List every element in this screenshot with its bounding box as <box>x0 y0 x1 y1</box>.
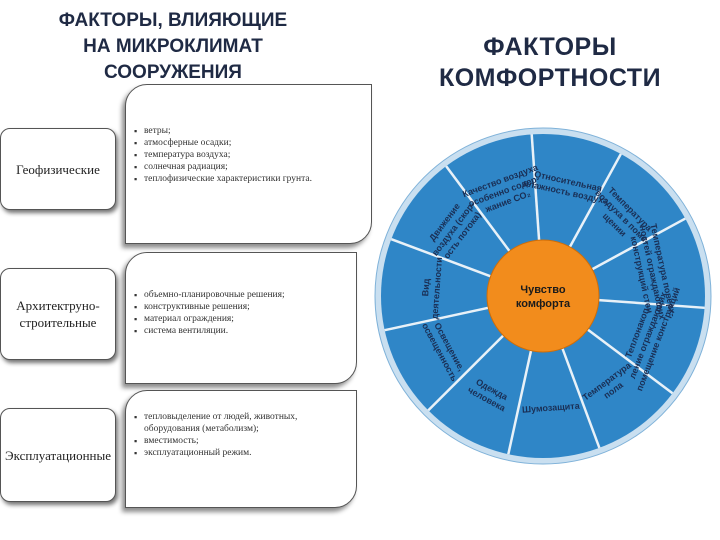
list-item: объемно-планировочные решения; <box>134 289 350 301</box>
list-item: температура воздуха; <box>134 149 365 161</box>
list-item: материал ограждения; <box>134 313 350 325</box>
right-title: ФАКТОРЫ КОМФОРТНОСТИ <box>400 32 700 94</box>
factor-label-architectural: Архитектруно-строительные <box>16 298 100 330</box>
list-item: атмосферные осадки; <box>134 137 365 149</box>
list-item: эксплуатационный режим. <box>134 447 350 459</box>
list-item: солнечная радиация; <box>134 161 365 173</box>
left-title-line-1: ФАКТОРЫ, ВЛИЯЮЩИЕ <box>58 10 288 31</box>
segment-divider <box>445 165 511 252</box>
segment-divider <box>591 217 686 271</box>
factor-box-geophysical: Геофизические <box>0 128 116 210</box>
detail-box-operational: тепловыделение от людей, животных, обору… <box>125 390 357 508</box>
factor-label-operational: Эксплуатационные <box>5 447 111 463</box>
detail-box-geophysical: ветры; атмосферные осадки; температура в… <box>125 84 372 244</box>
segment-divider <box>598 298 705 310</box>
list-item: тепловыделение от людей, животных, обору… <box>134 411 350 435</box>
factor-box-operational: Эксплуатационные <box>0 408 116 502</box>
factor-box-architectural: Архитектруно-строительные <box>0 268 116 360</box>
list-item: ветры; <box>134 125 365 137</box>
segment-divider <box>568 153 622 248</box>
detail-box-architectural: объемно-планировочные решения; конструкт… <box>125 252 357 384</box>
segment-divider <box>507 350 533 455</box>
detail-list-architectural: объемно-планировочные решения; конструкт… <box>126 289 356 337</box>
segment-label: Теплонакоп-ление ограждающихпомещение ко… <box>614 278 682 392</box>
detail-list-geophysical: ветры; атмосферные осадки; температура в… <box>126 125 371 185</box>
segment-divider <box>561 348 601 449</box>
left-title-line-2: НА МИКРОКЛИМАТ <box>83 36 263 57</box>
left-title-line-3: СООРУЖЕНИЯ <box>104 62 242 83</box>
right-title-line-1: ФАКТОРЫ <box>483 33 617 61</box>
segment-label: Виддеятельности <box>419 256 445 320</box>
segment-divider <box>530 134 541 241</box>
left-title: ФАКТОРЫ, ВЛИЯЮЩИЕ НА МИКРОКЛИМАТ СООРУЖЕ… <box>8 8 338 86</box>
detail-list-operational: тепловыделение от людей, животных, обору… <box>126 411 356 459</box>
segment-label: Шумозащита <box>522 401 581 415</box>
segment-divider <box>587 328 674 395</box>
right-title-line-2: КОМФОРТНОСТИ <box>438 64 662 92</box>
segment-divider <box>427 334 505 412</box>
list-item: система вентиляции. <box>134 325 350 337</box>
segment-divider <box>384 306 489 332</box>
segment-divider <box>390 237 492 278</box>
comfort-center <box>486 239 600 353</box>
list-item: теплофизические характеристики грунта. <box>134 173 365 185</box>
list-item: конструктивные решения; <box>134 301 350 313</box>
factor-label-geophysical: Геофизические <box>16 161 100 177</box>
list-item: вместимость; <box>134 435 350 447</box>
